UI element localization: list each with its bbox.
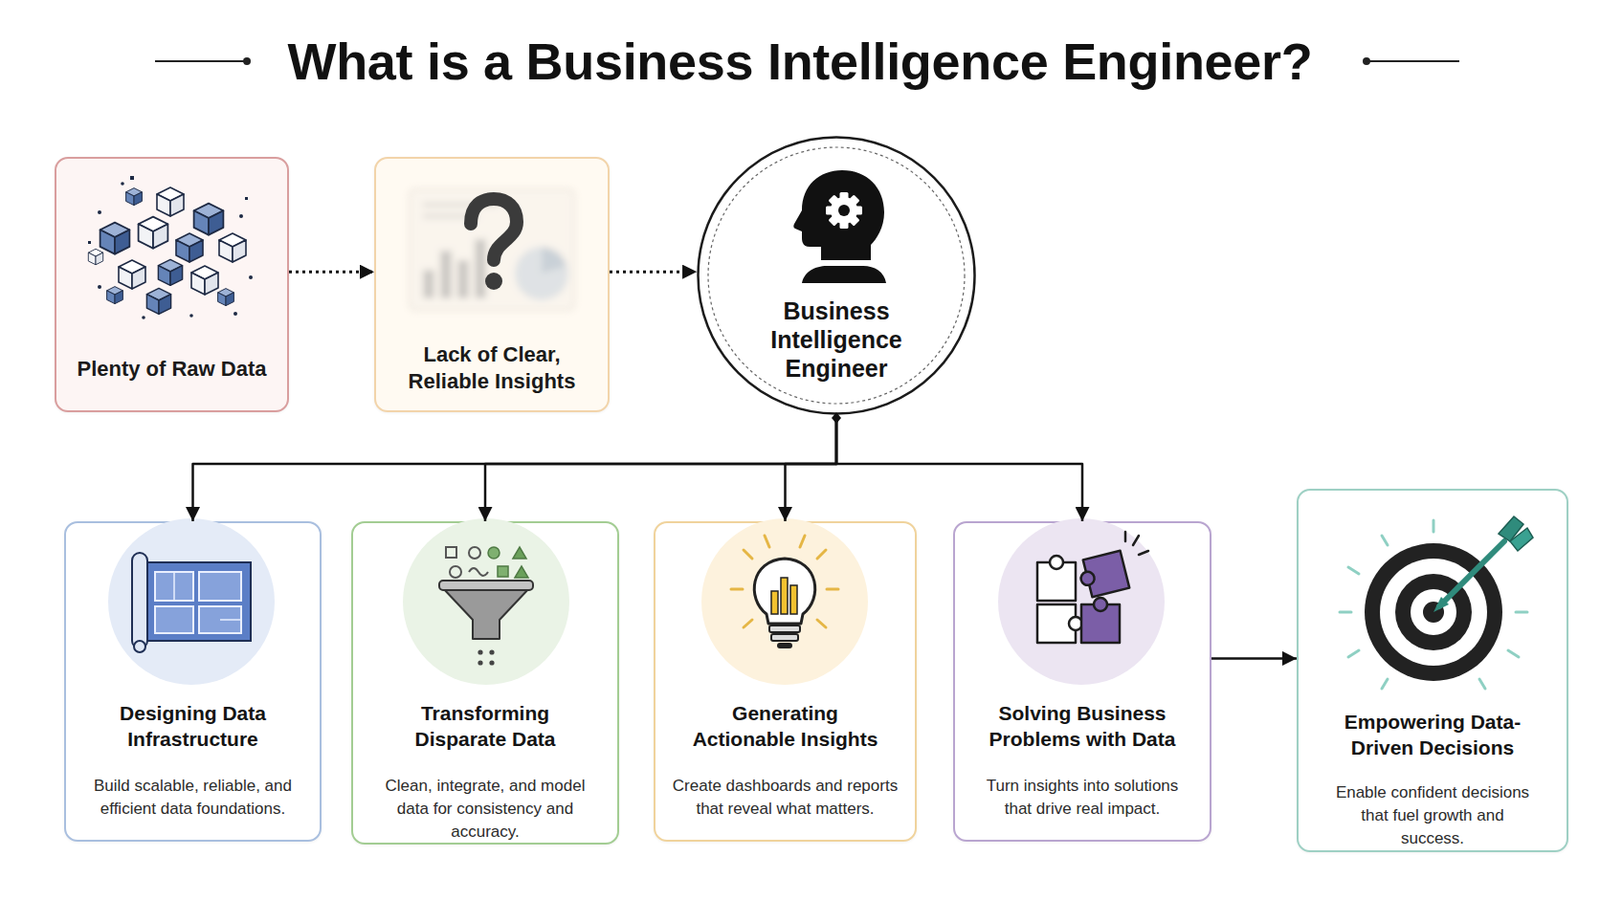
node-heading: Designing Data Infrastructure	[88, 700, 299, 753]
flow-arrow	[609, 270, 697, 274]
blueprint-icon	[108, 518, 275, 686]
puzzle-icon	[998, 518, 1165, 686]
title-rule	[155, 57, 1460, 66]
node-heading: Solving Business Problems with Data	[977, 700, 1188, 753]
node-heading: Business Intelligence Engineer	[759, 296, 913, 383]
lightbulb-icon	[701, 518, 868, 686]
node-description: Turn insights into solutions that drive …	[979, 775, 1186, 822]
node-description: Build scalable, reliable, and efficient …	[85, 775, 301, 822]
data-cubes-icon	[88, 176, 253, 320]
node-heading: Plenty of Raw Data	[62, 356, 283, 382]
flow-arrow	[288, 270, 375, 274]
node-description: Create dashboards and reports that revea…	[667, 775, 903, 822]
role-circle: Business Intelligence Engineer	[696, 135, 977, 416]
circle-outline	[698, 137, 976, 415]
circle-inner-ring	[708, 147, 965, 404]
flow-arrow	[1211, 657, 1297, 661]
responsibility-box: Designing Data InfrastructureBuild scala…	[64, 521, 322, 843]
node-description: Enable confident decisions that fuel gro…	[1330, 781, 1536, 851]
outcome-box: Empowering Data-Driven DecisionsEnable c…	[1296, 488, 1569, 853]
responsibility-box: Transforming Disparate DataClean, integr…	[351, 521, 620, 845]
funnel-icon	[402, 518, 570, 686]
target-icon	[1339, 516, 1534, 689]
engineer-head-icon	[793, 170, 887, 284]
responsibility-box: Solving Business Problems with DataTurn …	[953, 521, 1212, 843]
responsibility-box: Generating Actionable InsightsCreate das…	[653, 521, 917, 843]
junction-dot	[831, 412, 842, 424]
node-heading: Lack of Clear, Reliable Insights	[396, 341, 588, 396]
flow-arrow	[785, 415, 838, 522]
node-description: Clean, integrate, and model data for con…	[382, 775, 589, 845]
flow-arrow	[485, 415, 837, 522]
node-heading: Generating Actionable Insights	[685, 700, 887, 753]
node-heading: Empowering Data-Driven Decisions	[1319, 709, 1546, 761]
diagram-title: What is a Business Intelligence Engineer…	[0, 28, 1600, 94]
flow-arrow	[193, 415, 838, 522]
problem-box: Lack of Clear, Reliable Insights	[374, 156, 610, 413]
problem-box: Plenty of Raw Data	[54, 156, 289, 413]
flow-arrow	[836, 415, 1083, 522]
node-heading: Transforming Disparate Data	[379, 700, 591, 753]
question-icon	[409, 189, 575, 311]
